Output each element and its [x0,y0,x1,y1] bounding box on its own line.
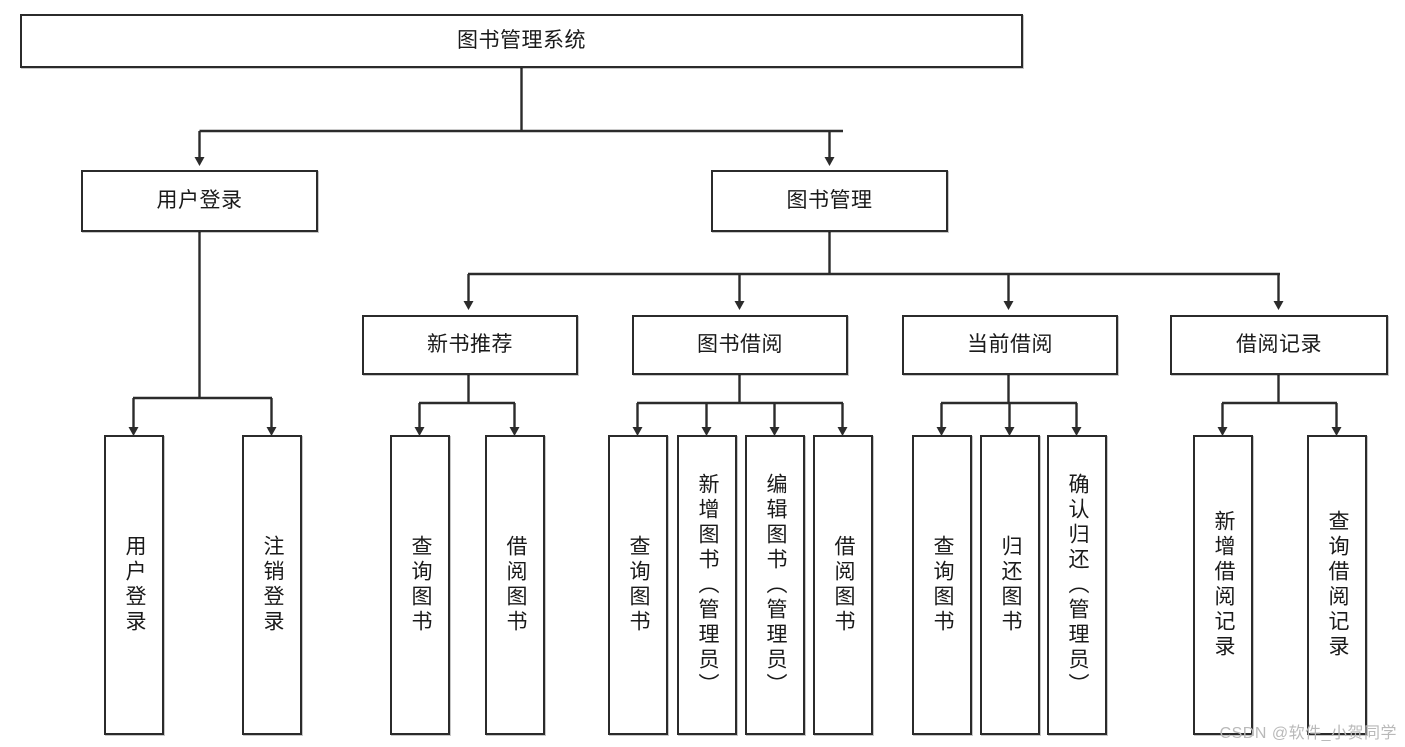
node-root[interactable]: 图书管理系统 [20,14,1023,68]
node-borrow-record[interactable]: 借阅记录 [1170,315,1388,375]
node-leaf-query-book-2-label: 查询图书 [627,535,651,635]
node-leaf-user-login[interactable]: 用户登录 [104,435,164,735]
node-leaf-add-record[interactable]: 新增借阅记录 [1193,435,1253,735]
node-new-book-rec-label: 新书推荐 [427,332,513,356]
node-book-manage[interactable]: 图书管理 [711,170,948,232]
node-leaf-borrow-book-1[interactable]: 借阅图书 [485,435,545,735]
node-user-login-label: 用户登录 [156,188,243,212]
node-leaf-confirm-return-label: 确认归还（管理员） [1066,472,1090,698]
node-book-borrow-label: 图书借阅 [697,332,783,356]
node-book-manage-label: 图书管理 [786,188,873,212]
node-leaf-query-book-3[interactable]: 查询图书 [912,435,972,735]
node-leaf-add-record-label: 新增借阅记录 [1212,510,1236,660]
node-leaf-query-book-3-label: 查询图书 [931,535,955,635]
node-leaf-query-record[interactable]: 查询借阅记录 [1307,435,1367,735]
node-leaf-add-book-label: 新增图书（管理员） [696,472,720,698]
node-leaf-logout-label: 注销登录 [261,535,285,635]
watermark-text: CSDN @软件_小贺同学 [1219,725,1397,742]
node-new-book-rec[interactable]: 新书推荐 [362,315,578,375]
node-current-borrow-label: 当前借阅 [967,332,1053,356]
node-leaf-query-record-label: 查询借阅记录 [1326,510,1350,660]
node-leaf-query-book-1-label: 查询图书 [409,535,433,635]
node-leaf-borrow-book-2[interactable]: 借阅图书 [813,435,873,735]
node-leaf-return-book-label: 归还图书 [999,535,1023,635]
node-book-borrow[interactable]: 图书借阅 [632,315,848,375]
node-leaf-edit-book[interactable]: 编辑图书（管理员） [745,435,805,735]
node-leaf-confirm-return[interactable]: 确认归还（管理员） [1047,435,1107,735]
node-current-borrow[interactable]: 当前借阅 [902,315,1118,375]
node-root-label: 图书管理系统 [457,28,586,52]
node-leaf-return-book[interactable]: 归还图书 [980,435,1040,735]
node-leaf-edit-book-label: 编辑图书（管理员） [764,472,788,698]
node-leaf-borrow-book-2-label: 借阅图书 [832,535,856,635]
node-leaf-logout[interactable]: 注销登录 [242,435,302,735]
node-leaf-user-login-label: 用户登录 [123,535,147,635]
node-leaf-query-book-1[interactable]: 查询图书 [390,435,450,735]
node-user-login[interactable]: 用户登录 [81,170,318,232]
node-leaf-add-book[interactable]: 新增图书（管理员） [677,435,737,735]
node-leaf-borrow-book-1-label: 借阅图书 [504,535,528,635]
node-leaf-query-book-2[interactable]: 查询图书 [608,435,668,735]
node-borrow-record-label: 借阅记录 [1236,332,1322,356]
